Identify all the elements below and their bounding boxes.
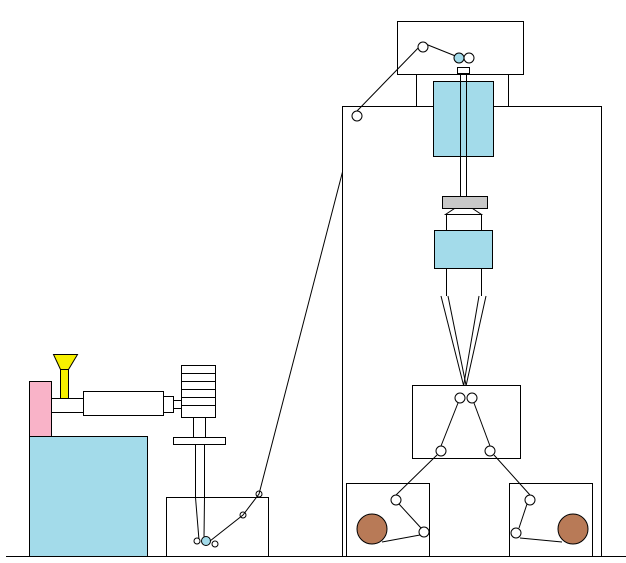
extruder-flange — [163, 396, 174, 413]
top-godet-box — [397, 21, 524, 75]
draw-die — [442, 196, 488, 209]
godet-roller-left — [417, 41, 429, 53]
spinneret-plate — [173, 437, 226, 445]
bobbin-right — [557, 513, 589, 545]
draw-tower — [342, 21, 602, 557]
die-neck — [446, 214, 482, 231]
winder-right-guide-top — [524, 494, 536, 506]
shaft-clamp — [457, 67, 470, 74]
extruder-unit — [29, 354, 269, 557]
filament-drop-a — [195, 497, 200, 541]
filament-draw-4 — [461, 295, 480, 396]
winder-left — [346, 483, 430, 557]
upper-heater — [433, 81, 494, 157]
separator-exit-right — [484, 445, 496, 457]
godet-roller-blue — [453, 52, 465, 64]
separator-roller-right — [466, 392, 478, 404]
bobbin-left — [356, 513, 388, 545]
tower-entry-roller — [351, 110, 363, 122]
winder-left-guide-bottom — [418, 526, 430, 538]
extruder-coupling — [51, 398, 84, 413]
extruder-motor — [29, 381, 52, 437]
hopper-neck — [60, 369, 69, 399]
bath-roller-left — [193, 537, 201, 545]
bath-roller-right — [211, 540, 219, 548]
filament-path-rise — [209, 115, 358, 542]
godet-roller-right — [463, 52, 475, 64]
separator-box — [412, 385, 521, 459]
winder-right-guide-bottom — [510, 527, 522, 539]
tower-frame — [342, 106, 602, 557]
filament-drop-b — [203, 497, 205, 539]
extruder-base-tank — [29, 436, 148, 557]
bath-guide-roller — [201, 536, 211, 546]
filament-draw-1 — [440, 295, 467, 396]
separator-roller-left — [454, 392, 466, 404]
hopper-funnel — [52, 354, 79, 370]
filament-draw-3 — [463, 295, 487, 396]
extruder-adapter — [173, 400, 182, 409]
winder-left-guide-top — [390, 494, 402, 506]
separator-exit-left — [435, 445, 447, 457]
lower-heater — [434, 230, 493, 269]
spinneret-stem — [193, 417, 206, 438]
extruder-barrel — [83, 391, 164, 416]
quench-bath — [166, 497, 269, 557]
